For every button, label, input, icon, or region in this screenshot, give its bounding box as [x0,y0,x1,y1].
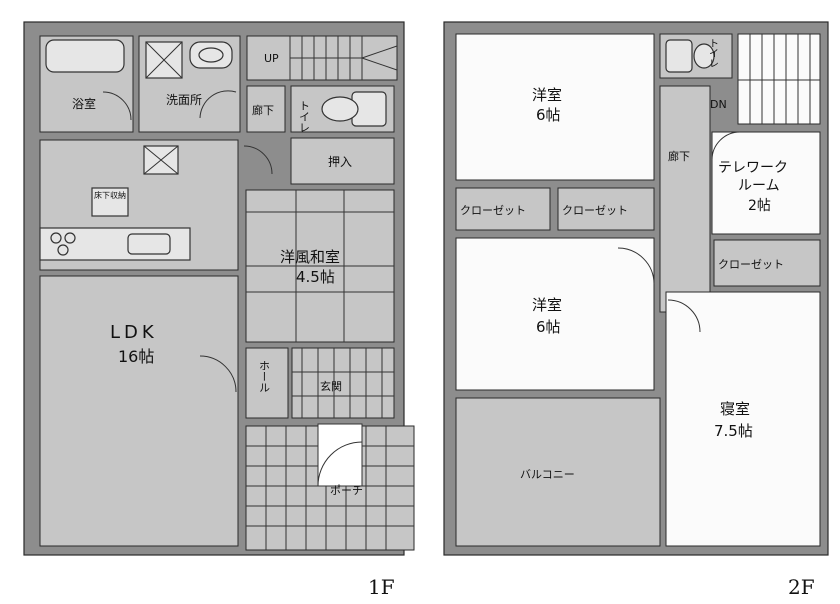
japanese-room-name: 洋風和室 [280,248,340,266]
closet-c-label: クローゼット [718,258,784,271]
western-room-1-name: 洋室 [532,86,562,104]
floor-storage-hatch [91,187,129,217]
washroom-label: 洗面所 [166,93,202,107]
ldk-room [39,275,239,547]
ldk-name: LDK [110,322,158,343]
pantry-label: 床下収納 [94,190,126,200]
hall-label: ホール [258,360,271,393]
corridor-1f-label: 廊下 [252,103,274,117]
up-label: UP [264,52,279,65]
floor-2f-label: 2F [788,575,815,599]
floor-1f-label: 1F [368,575,395,599]
washroom-door-swing [199,90,237,119]
bath-label: 浴室 [72,96,96,111]
japanese-room-size: 4.5帖 [296,268,335,286]
western-room-2-name: 洋室 [532,296,562,314]
bedroom-room [665,291,821,547]
closet-b [557,187,655,231]
bedroom-size: 7.5帖 [714,422,753,440]
telework-room [711,131,821,235]
corridor-2f [659,85,711,313]
toilet-1f-label: トイレ [298,100,311,133]
balcony-label: バルコニー [520,468,575,481]
ldk-size: 16帖 [118,347,154,366]
ldk-hall-door-swing [199,355,237,393]
telework-name-2: ルーム [738,178,780,194]
bathtub [45,39,125,73]
closet-c [713,239,821,287]
closet-a [455,187,551,231]
floor-1f-plan: 浴室 洗面所 UP 廊下 トイレ 押入 床下収納 洋風和室 4.5帖 LDK 1… [23,21,415,556]
closet-b-label: クローゼット [562,204,628,217]
staircase-2f [737,33,821,125]
ldk-door-swing [243,145,273,175]
front-door-swing [317,441,363,487]
western-room-2 [455,237,655,391]
entrance-room [291,347,395,419]
entrance-label: 玄関 [320,379,342,393]
floor-2f-plan: 洋室 6帖 トイレ DN 廊下 テレワーク ルーム 2帖 クローゼット クローゼ… [443,21,829,556]
corridor-2f-label: 廊下 [668,149,690,163]
toilet-2f-label: トイレ [707,38,719,68]
storage-room [290,137,395,185]
bedroom-name: 寝室 [720,400,750,418]
telework-name-1: テレワーク [718,160,788,176]
telework-size: 2帖 [748,198,771,214]
toilet-bowl [321,96,359,122]
dn-label: DN [710,98,727,111]
kitchen-sink [127,233,171,255]
porch-label: ポーチ [330,484,363,497]
balcony-area [455,397,661,547]
western-room-1-size: 6帖 [536,106,561,124]
western-room-2-size: 6帖 [536,318,561,336]
hall-room [245,347,289,419]
bath-door-swing [102,91,132,121]
storage-label: 押入 [328,155,352,169]
corridor-1f [246,85,286,133]
western-room-1 [455,33,655,181]
closet-a-label: クローゼット [460,204,526,217]
